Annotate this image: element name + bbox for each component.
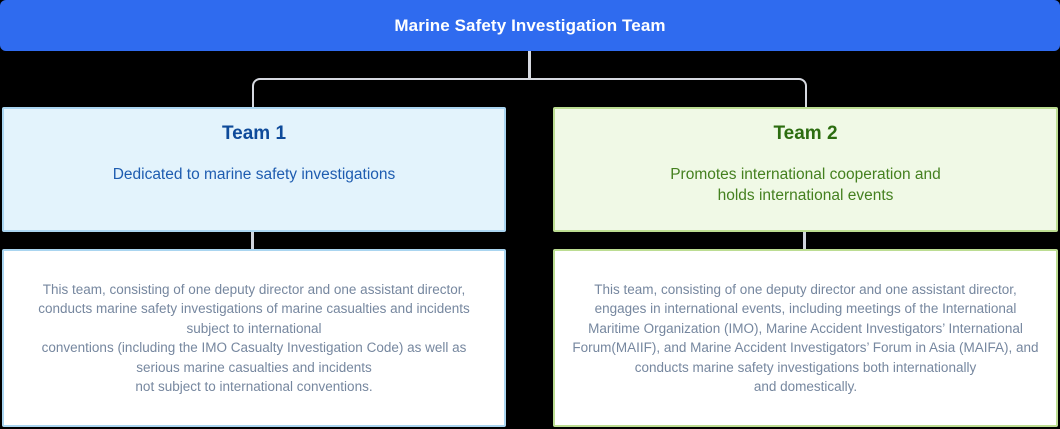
description-line: conducts marine safety investigations of… xyxy=(38,301,470,316)
description-line: conducts marine safety investigations bo… xyxy=(634,359,977,375)
page-title: Marine Safety Investigation Team xyxy=(394,15,666,35)
connector-stub-team1 xyxy=(251,232,254,249)
team2-description-box: This team, consisting of one deputy dire… xyxy=(553,249,1058,427)
connector-trunk xyxy=(528,51,531,78)
description-line: This team, consisting of one deputy dire… xyxy=(594,281,1017,297)
team2-title: Team 2 xyxy=(773,123,838,144)
description-line: not subject to international conventions… xyxy=(135,379,373,394)
description-line: subject to international xyxy=(186,320,322,336)
description-line: conventions (including the IMO Casualty … xyxy=(41,340,467,355)
description-line: serious marine casualties and incidents xyxy=(136,359,372,375)
description-line: Forum(MAIIF), and Marine Accident Invest… xyxy=(572,340,1039,355)
team2-subtitle-line: holds international events xyxy=(717,187,894,204)
team1-subtitle: Dedicated to marine safety investigation… xyxy=(112,166,396,183)
description-line: Maritime Organization (IMO), Marine Acci… xyxy=(588,320,1023,336)
description-line: This team, consisting of one deputy dire… xyxy=(42,281,466,297)
description-line: and domestically. xyxy=(753,379,858,394)
team2-subtitle-line: Promotes international cooperation and xyxy=(670,166,941,183)
team1-description-box: This team, consisting of one deputy dire… xyxy=(2,249,506,427)
description-line: engages in international events, includi… xyxy=(594,301,1017,316)
team1-title: Team 1 xyxy=(221,123,287,144)
team2-box: Team 2 Promotes international cooperatio… xyxy=(553,107,1058,232)
connector-branch xyxy=(252,78,807,109)
team2-subtitle: Promotes international cooperation and h… xyxy=(670,164,941,206)
connector-stub-team2 xyxy=(803,232,806,249)
team1-box: Team 1 Dedicated to marine safety invest… xyxy=(2,107,506,232)
header-bar: Marine Safety Investigation Team xyxy=(0,0,1060,51)
